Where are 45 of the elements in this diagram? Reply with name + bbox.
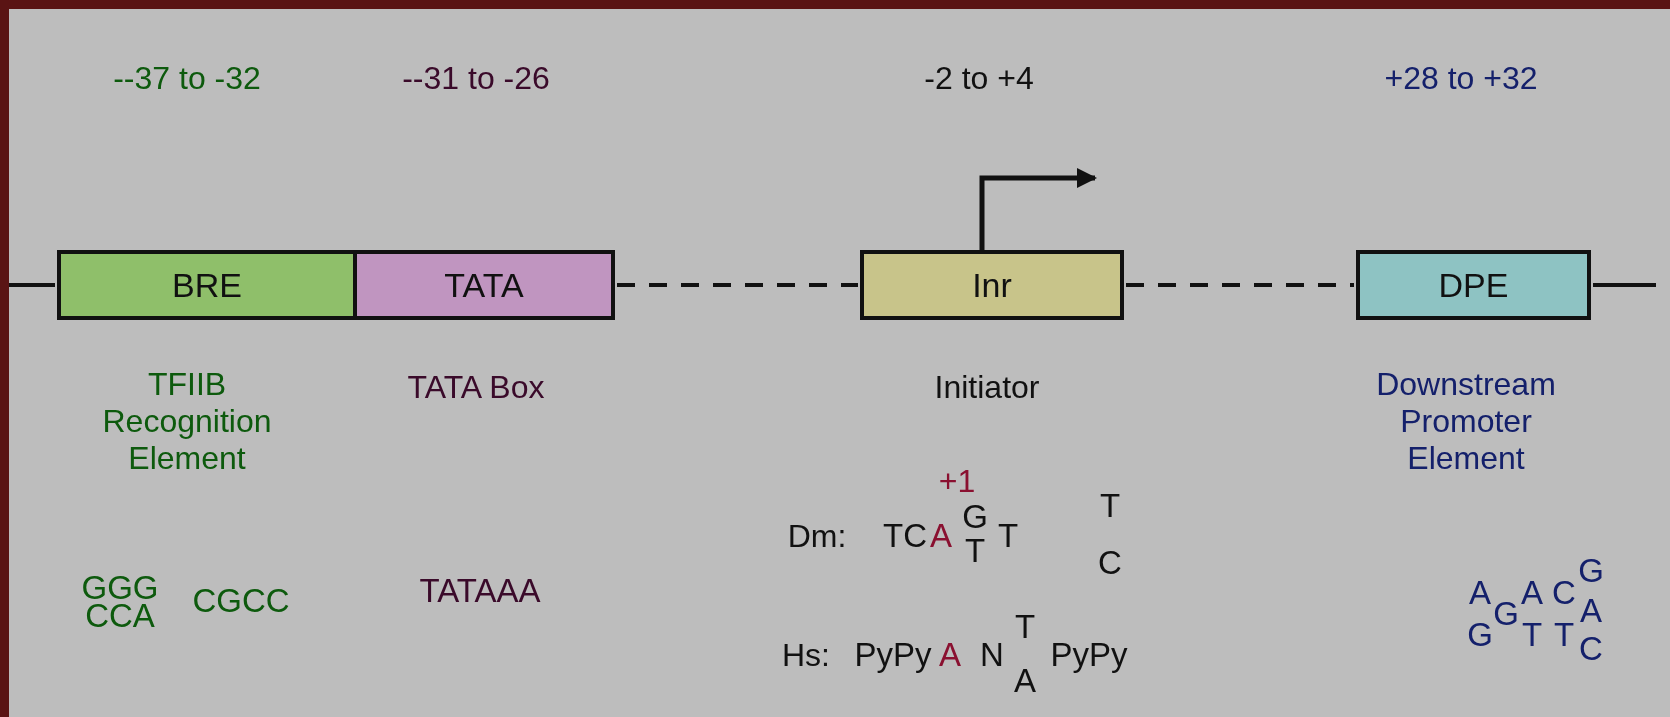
sequence-base: A — [1580, 592, 1602, 630]
dna-line — [9, 283, 55, 287]
element-label: DPE — [1438, 265, 1509, 305]
position-range: --31 to -26 — [402, 59, 550, 97]
sequence-base: T — [1014, 608, 1036, 646]
position-range: -2 to +4 — [924, 59, 1034, 97]
element-name: Downstream Promoter Element — [1375, 365, 1557, 477]
sequence-base: T — [1521, 616, 1543, 654]
transcription-start-arrow — [979, 168, 1097, 250]
sequence-base: C — [1579, 630, 1603, 668]
sequence-base: T — [997, 517, 1019, 555]
sequence-base: A — [1469, 574, 1491, 612]
element-name: TFIIB Recognition Element — [101, 365, 273, 477]
species-label: Hs: — [782, 636, 830, 674]
sequence: TATAAA — [419, 572, 541, 610]
promoter-element-box — [860, 250, 1124, 320]
position-range: --37 to -32 — [113, 59, 261, 97]
dashed-dna-line — [1126, 283, 1354, 287]
sequence-base: A — [930, 517, 952, 555]
sequence-base: T — [1099, 487, 1121, 525]
sequence-base: A — [1014, 662, 1036, 700]
element-label: Inr — [972, 265, 1012, 305]
element-label: BRE — [172, 265, 242, 305]
dna-line — [1593, 283, 1656, 287]
position-range: +28 to +32 — [1384, 59, 1538, 97]
sequence-base: C — [1552, 574, 1576, 612]
sequence-base: C — [1098, 544, 1122, 582]
sequence-base: G — [1493, 595, 1519, 633]
sequence-base: T — [1553, 616, 1575, 654]
sequence-base: G — [1467, 616, 1493, 654]
position-marker: +1 — [938, 462, 976, 500]
sequence: CGCC — [192, 582, 290, 620]
species-label: Dm: — [787, 517, 847, 555]
sequence: PyPy — [854, 636, 932, 674]
element-label: TATA — [444, 265, 524, 305]
sequence-base: N — [980, 636, 1004, 674]
sequence: PyPy — [1050, 636, 1128, 674]
element-name: TATA Box — [407, 368, 545, 406]
sequence-base: A — [939, 636, 961, 674]
sequence-base: A — [1521, 574, 1543, 612]
element-name: Initiator — [934, 368, 1040, 406]
sequence: TC — [883, 517, 927, 555]
promoter-element-box — [1356, 250, 1591, 320]
dashed-dna-line — [617, 283, 858, 287]
sequence-base: G — [1578, 552, 1604, 590]
